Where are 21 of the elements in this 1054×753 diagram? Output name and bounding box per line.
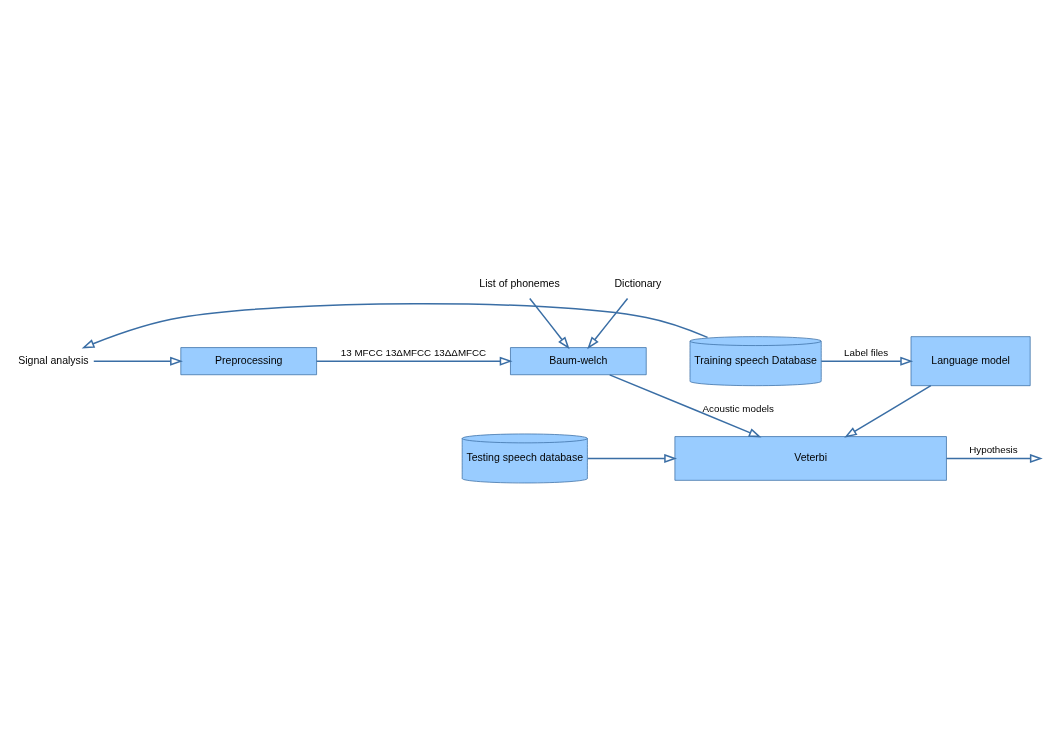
arrow	[820, 356, 914, 366]
arrow	[587, 297, 629, 349]
node-box: Preprocessing	[180, 346, 317, 375]
edge-label: Acoustic models	[702, 402, 774, 414]
arrow	[586, 453, 678, 463]
node-box: Veterbi	[674, 435, 947, 481]
node-text: List of phonemes	[479, 276, 560, 289]
arrow	[315, 356, 513, 366]
arrow	[529, 297, 570, 349]
edge-label: 13 MFCC 13ΔMFCC 13ΔΔMFCC	[340, 346, 487, 358]
node-text: Signal analysis	[18, 353, 89, 366]
node-box: Baum-welch	[510, 346, 647, 375]
arrow	[81, 302, 709, 348]
arrow	[945, 453, 1043, 463]
arrow	[608, 373, 762, 437]
arrow	[844, 384, 932, 438]
edge-label: Label files	[844, 346, 889, 358]
arrow	[93, 356, 183, 366]
node-text: Dictionary	[614, 276, 662, 289]
node-box: Language model	[910, 335, 1031, 386]
edge-label: Hypothesis	[969, 443, 1018, 455]
